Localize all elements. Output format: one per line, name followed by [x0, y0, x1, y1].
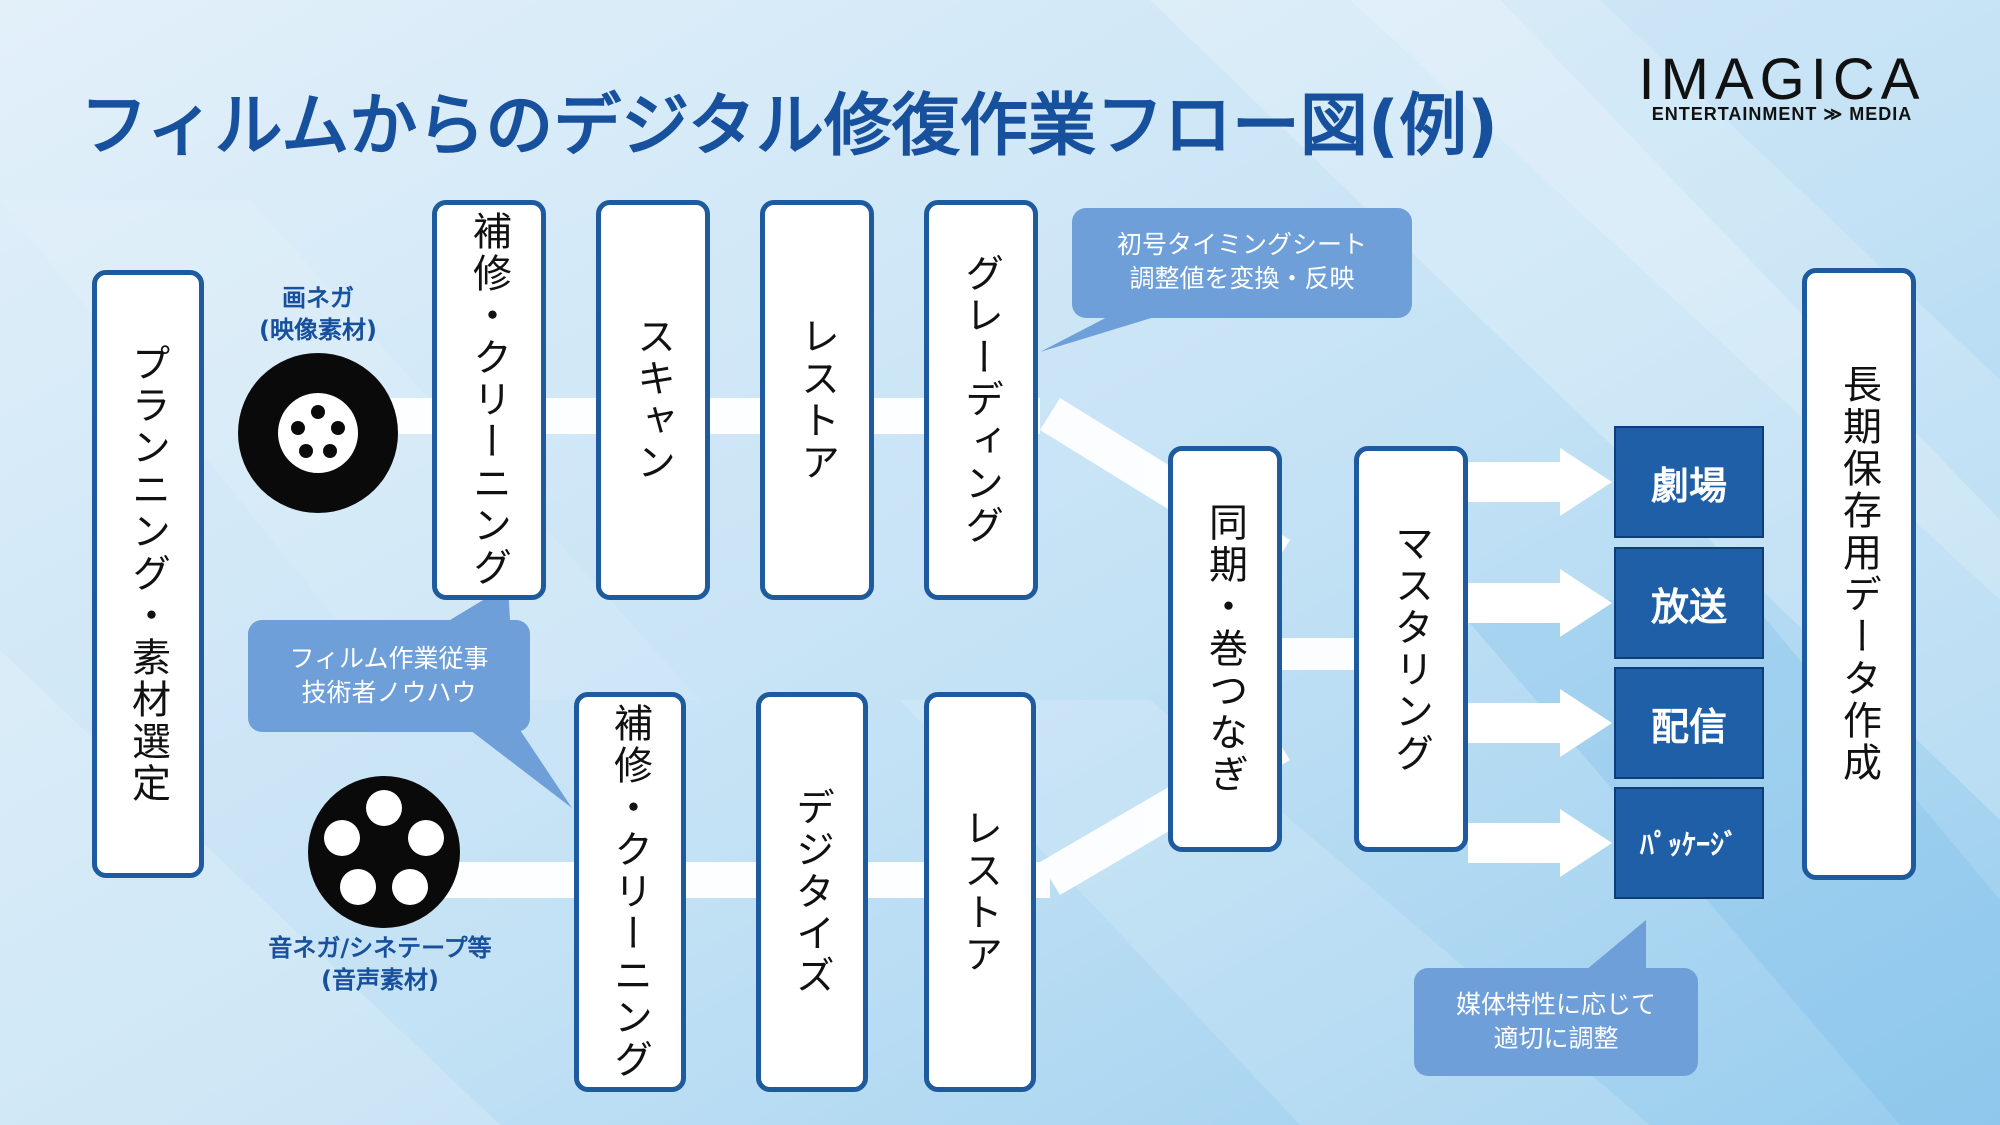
cleaning-callout-line-1: フィルム作業従事: [289, 644, 489, 673]
image-step-cleaning: 補修・クリーニング: [432, 200, 546, 600]
audio-step-cleaning-label: 補修・クリーニング: [607, 703, 653, 1081]
grading-callout-bubble: [1040, 208, 1412, 352]
image-step-restore-label: レストア: [794, 316, 840, 484]
audio-step-cleaning: 補修・クリーニング: [574, 692, 686, 1092]
imagica-logo-tagline: ENTERTAINMENT ≫ MEDIA: [1651, 104, 1913, 124]
audio-step-digitize-label: デジタイズ: [789, 787, 835, 997]
delivery-callout-line-1: 媒体特性に応じて: [1455, 990, 1656, 1019]
delivery-callout-line-2: 適切に調整: [1493, 1024, 1619, 1053]
film-reel-icon: [238, 353, 398, 513]
archive-box-label: 長期保存用データ作成: [1836, 364, 1882, 784]
delivery-callout-bubble: [1414, 920, 1698, 1076]
destination-streaming: 配信: [1614, 667, 1764, 779]
image-step-grading: グレーディング: [924, 200, 1038, 600]
image-material-subtitle: (映像素材): [259, 316, 377, 344]
image-step-scan-label: スキャン: [630, 316, 676, 484]
sync-box-label: 同期・巻つなぎ: [1202, 502, 1248, 796]
sync-box: 同期・巻つなぎ: [1168, 446, 1282, 852]
audio-material-label: 音ネガ/シネテープ等 (音声素材): [230, 932, 530, 996]
cleaning-callout-line-2: 技術者ノウハウ: [301, 678, 477, 707]
destination-theater: 劇場: [1614, 426, 1764, 538]
audio-material-title: 音ネガ/シネテープ等: [268, 934, 492, 962]
image-material-label: 画ネガ (映像素材): [218, 282, 418, 346]
destination-broadcast: 放送: [1614, 547, 1764, 659]
page-title: フィルムからのデジタル修復作業フロー図(例): [80, 87, 1499, 166]
grading-callout-text: 初号タイミングシート 調整値を変換・反映: [1072, 228, 1412, 296]
cleaning-callout-text: フィルム作業従事 技術者ノウハウ: [248, 642, 530, 710]
planning-box-label: プランニング・素材選定: [125, 343, 171, 805]
destination-arrows: [1468, 448, 1612, 877]
image-step-cleaning-label: 補修・クリーニング: [466, 211, 512, 589]
audio-reel-icon: [308, 776, 460, 928]
destination-package: ﾊﾟｯｹｰｼﾞ: [1614, 787, 1764, 899]
image-step-grading-label: グレーディング: [958, 253, 1004, 547]
imagica-logo: IMAGICA: [1638, 47, 1926, 112]
grading-callout-line-1: 初号タイミングシート: [1116, 230, 1367, 259]
image-step-scan: スキャン: [596, 200, 710, 600]
mastering-box-label: マスタリング: [1388, 523, 1434, 775]
audio-step-restore: レストア: [924, 692, 1036, 1092]
archive-box: 長期保存用データ作成: [1802, 268, 1916, 880]
mastering-box: マスタリング: [1354, 446, 1468, 852]
audio-material-subtitle: (音声素材): [321, 966, 439, 994]
image-material-title: 画ネガ: [282, 284, 354, 312]
planning-box: プランニング・素材選定: [92, 270, 204, 878]
cleaning-callout-bubble: [248, 585, 572, 808]
audio-step-restore-label: レストア: [957, 808, 1003, 976]
grading-callout-line-2: 調整値を変換・反映: [1129, 264, 1355, 293]
image-step-restore: レストア: [760, 200, 874, 600]
audio-step-digitize: デジタイズ: [756, 692, 868, 1092]
delivery-callout-text: 媒体特性に応じて 適切に調整: [1414, 988, 1698, 1056]
